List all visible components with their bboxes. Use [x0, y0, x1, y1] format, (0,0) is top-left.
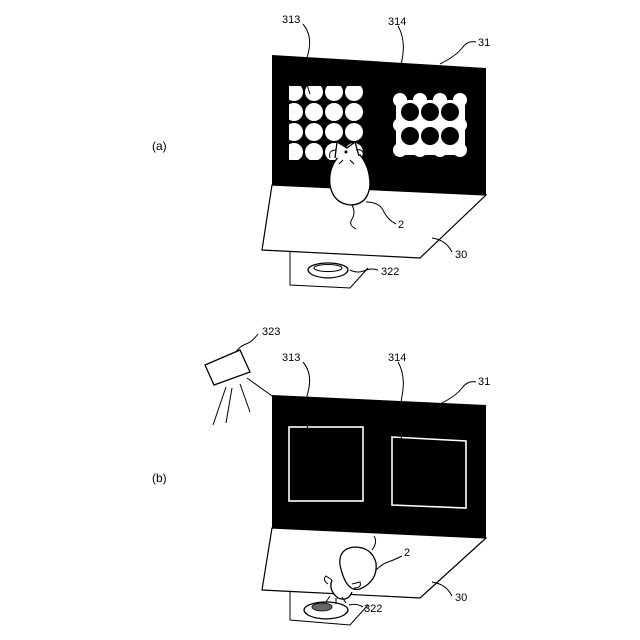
panel-b: (b): [152, 326, 490, 625]
panel-a-dish: [308, 263, 348, 278]
label-b-314: 314: [388, 352, 406, 364]
label-a-314: 314: [388, 16, 406, 28]
leader-b-31: [440, 382, 476, 404]
leader-a-31: [440, 42, 476, 64]
label-b-2: 2: [404, 547, 410, 559]
label-b-323: 323: [262, 326, 280, 338]
panel-a: (a): [152, 14, 490, 288]
label-a-322: 322: [381, 266, 399, 278]
leader-b-323: [236, 334, 258, 352]
label-a-30: 30: [455, 249, 467, 261]
label-a-2: 2: [398, 219, 404, 231]
label-b-322: 322: [364, 603, 382, 615]
panel-a-screen-314: [393, 93, 467, 157]
leader-b-322: [349, 604, 363, 607]
panel-b-wall: [272, 395, 486, 538]
panel-b-lamp: [205, 350, 272, 425]
panel-a-floor: [262, 185, 486, 258]
label-b-30: 30: [455, 592, 467, 604]
panel-b-tag: (b): [152, 471, 167, 485]
panel-b-dish: [304, 602, 348, 619]
label-b-313: 313: [282, 352, 300, 364]
leader-a-322: [350, 269, 378, 272]
panel-a-tag: (a): [152, 139, 167, 153]
label-b-31: 31: [478, 376, 490, 388]
label-a-31: 31: [478, 37, 490, 49]
label-a-313: 313: [282, 14, 300, 26]
